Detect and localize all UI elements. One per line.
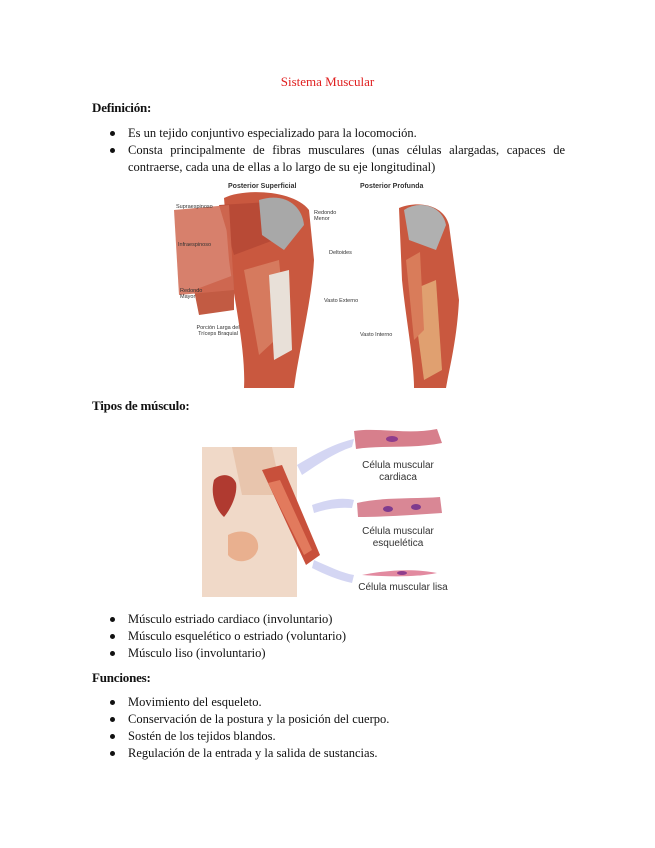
list-item: Es un tejido conjuntivo especializado pa… [110,125,565,142]
arm-muscles-figure: Posterior Superficial Posterior Profunda… [174,180,474,388]
muscle-types-figure: Célula muscular cardiaca Célula muscular… [202,425,457,600]
list-item: Conservación de la postura y la posición… [110,711,530,728]
list-item: Regulación de la entrada y la salida de … [110,745,530,762]
muscle-types-illustration [202,425,457,600]
label-porcion-larga: Porción Larga del Tríceps Braquial [196,325,240,337]
bullet-icon [110,617,115,622]
label-vasto-externo: Vasto Externo [324,298,359,304]
label-redondo-menor: Redondo Menor [314,210,337,222]
label-celula-esqueletica: Célula muscular esquelética [362,526,434,549]
arm-muscles-illustration [174,180,474,388]
tipos-list: Músculo estriado cardiaco (involuntario)… [110,611,530,662]
label-deltoides: Deltoides [329,250,352,256]
list-item: Movimiento del esqueleto. [110,694,530,711]
list-item: Músculo esquelético o estriado (voluntar… [110,628,530,645]
label-infraespinoso: Infraespinoso [178,242,212,248]
funciones-list: Movimiento del esqueleto. Conservación d… [110,694,530,762]
bullet-icon [110,734,115,739]
bullet-icon [110,700,115,705]
heading-tipos: Tipos de músculo: [92,398,190,413]
bullet-icon [110,717,115,722]
list-item: Consta principalmente de fibras muscular… [110,142,565,176]
list-item: Sostén de los tejidos blandos. [110,728,530,745]
bullet-icon [110,131,115,136]
list-item: Músculo estriado cardiaco (involuntario) [110,611,530,628]
list-item: Músculo liso (involuntario) [110,645,530,662]
label-supraespinoso: Supraespinoso [176,204,213,210]
page-title: Sistema Muscular [280,74,375,89]
label-celula-lisa: Célula muscular lisa [358,582,448,593]
panel-label-superficial: Posterior Superficial [228,183,297,190]
bullet-icon [110,634,115,639]
bullet-icon [110,751,115,756]
bullet-icon [110,651,115,656]
heading-definicion: Definición: [92,100,152,115]
label-redondo-mayor: Redondo Mayor [180,288,203,300]
panel-label-profunda: Posterior Profunda [360,183,424,190]
heading-funciones: Funciones: [92,670,151,685]
label-celula-cardiaca: Célula muscular cardiaca [362,460,434,483]
definicion-list: Es un tejido conjuntivo especializado pa… [110,125,565,176]
label-vasto-interno: Vasto Interno [360,332,393,338]
bullet-icon [110,148,115,153]
